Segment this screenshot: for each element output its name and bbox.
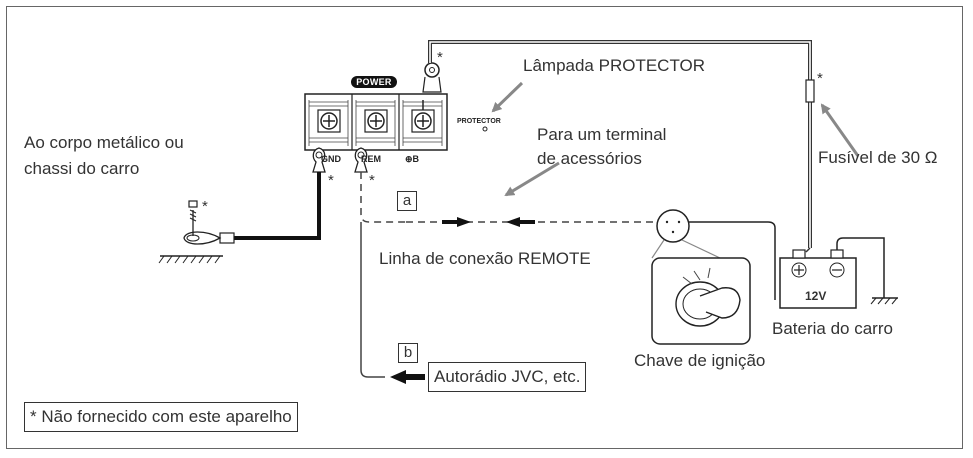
battery-wire <box>422 40 815 248</box>
ignition-label: Chave de ignição <box>634 351 766 370</box>
asterisk-screw: * <box>202 198 208 215</box>
battery-symbol <box>779 247 857 309</box>
battery-plus-icon: ⊕ <box>405 154 413 164</box>
terminal-label-b: ⊕B <box>405 154 420 164</box>
radio-box: Autorádio JVC, etc. <box>428 362 587 392</box>
accessory-pointer-arrow <box>504 161 560 197</box>
diagram-frame <box>6 6 963 449</box>
ground-wire <box>158 147 326 264</box>
terminal-screw-gnd <box>317 109 341 133</box>
protector-label: PROTECTOR <box>457 118 501 125</box>
protector-lamp-indicator <box>482 126 488 132</box>
fuse-symbol <box>805 79 815 103</box>
battery-label: Bateria do carro <box>772 319 893 338</box>
marker-b: b <box>398 343 418 363</box>
accessory-label-2: de acessórios <box>537 149 642 168</box>
radio-arrow <box>390 370 406 384</box>
ignition-battery-wire <box>689 221 776 300</box>
lamp-label: Lâmpada PROTECTOR <box>523 56 706 75</box>
ignition-switch <box>651 209 751 345</box>
remote-arrow-right <box>457 217 471 227</box>
asterisk-rem-lug: * <box>369 172 375 189</box>
remote-arrow-left <box>506 217 520 227</box>
fuse-pointer-arrow <box>820 103 860 157</box>
terminal-block <box>304 93 448 151</box>
remote-line-label: Linha de conexão REMOTE <box>379 249 591 268</box>
power-badge: POWER <box>351 76 397 88</box>
fuse-label: Fusível de 30 Ω <box>818 148 938 167</box>
terminal-label-rem: REM <box>361 154 381 164</box>
accessory-label-1: Para um terminal <box>537 125 667 144</box>
ground-destination-label-2: chassi do carro <box>24 159 140 178</box>
ground-destination-label-1: Ao corpo metálico ou <box>24 133 184 152</box>
asterisk-gnd-lug: * <box>328 172 334 189</box>
terminal-screw-rem <box>364 109 388 133</box>
marker-a: a <box>397 191 417 211</box>
asterisk-b-lug: * <box>437 49 443 66</box>
terminal-screw-b <box>411 109 435 133</box>
footnote-box: * Não fornecido com este aparelho <box>24 402 298 432</box>
battery-ground <box>836 237 898 305</box>
battery-voltage-label: 12V <box>805 289 827 303</box>
asterisk-fuse: * <box>817 70 823 87</box>
lamp-pointer-arrow <box>491 81 524 113</box>
terminal-label-gnd: GND <box>321 154 341 164</box>
